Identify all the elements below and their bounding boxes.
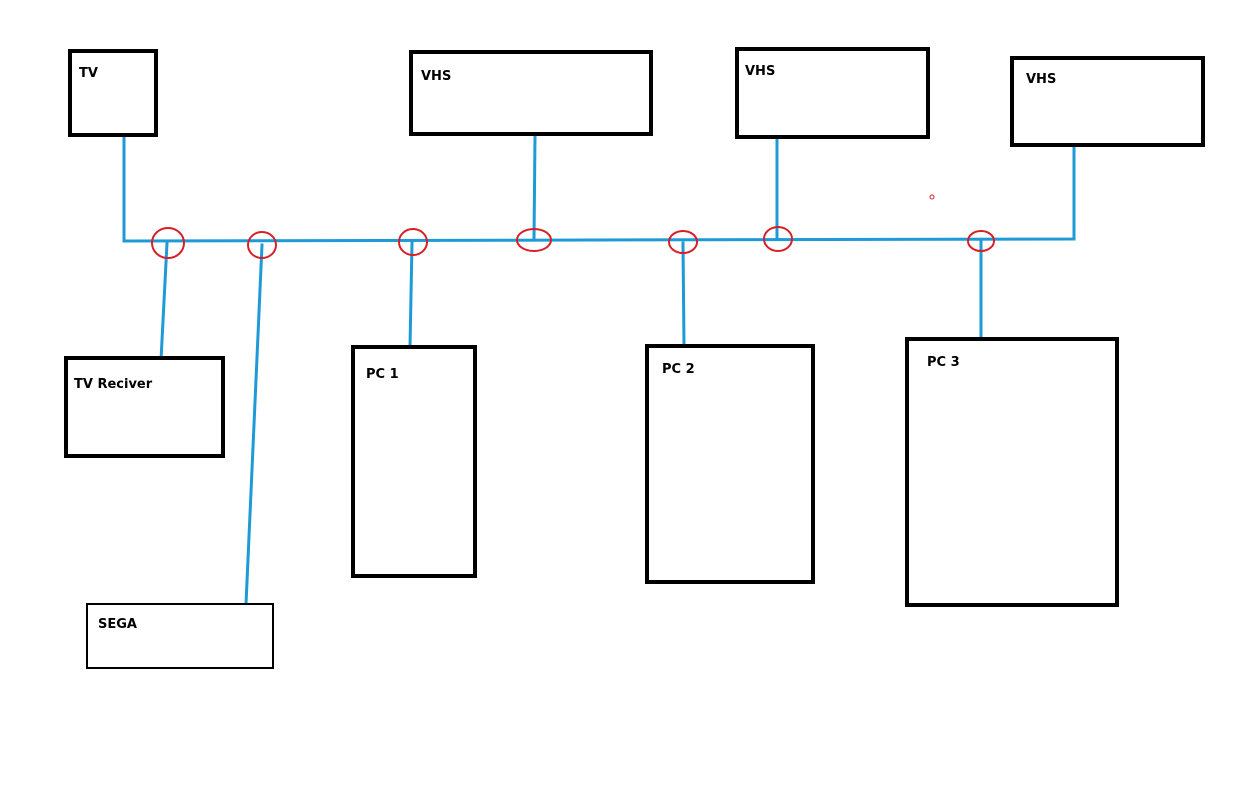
pc-1-label: PC 1 (366, 367, 399, 382)
pc-3-label: PC 3 (927, 355, 960, 370)
junction-marker (151, 227, 185, 259)
tv-box (68, 49, 158, 137)
device-boxes (64, 47, 1205, 669)
cable-pc-2 (681, 241, 686, 348)
cables (122, 134, 1076, 606)
junction-marker (668, 230, 698, 254)
stray-dot (929, 194, 935, 200)
junction-marker (516, 228, 552, 252)
pc-1-box (351, 345, 477, 578)
vhs-3-label: VHS (1026, 72, 1056, 87)
vhs-2-box (735, 47, 930, 139)
vhs-1-box (409, 50, 653, 136)
junction-marker (763, 226, 793, 252)
sega-label: SEGA (98, 617, 137, 632)
tv-receiver-label: TV Reciver (74, 377, 153, 392)
vhs-1-label: VHS (421, 69, 451, 84)
cable-vhs-1 (532, 134, 537, 242)
tv-receiver-box (64, 356, 225, 458)
main-bus-cable (122, 134, 1076, 243)
cable-pc-1 (408, 241, 414, 349)
pc-3-box (905, 337, 1119, 607)
junctions (151, 194, 995, 259)
sega-box (86, 603, 274, 669)
device-labels: TV VHS VHS VHS TV Reciver PC 1 PC 2 PC 3… (74, 64, 1056, 632)
junction-marker (247, 231, 277, 259)
pc-2-label: PC 2 (662, 362, 695, 377)
junction-marker (967, 230, 995, 252)
vhs-2-label: VHS (745, 64, 775, 79)
tv-label: TV (79, 66, 98, 81)
cable-sega (244, 243, 264, 606)
pc-2-box (645, 344, 815, 584)
cable-tv-receiver (159, 241, 169, 362)
vhs-3-box (1010, 56, 1205, 147)
junction-marker (398, 228, 428, 256)
